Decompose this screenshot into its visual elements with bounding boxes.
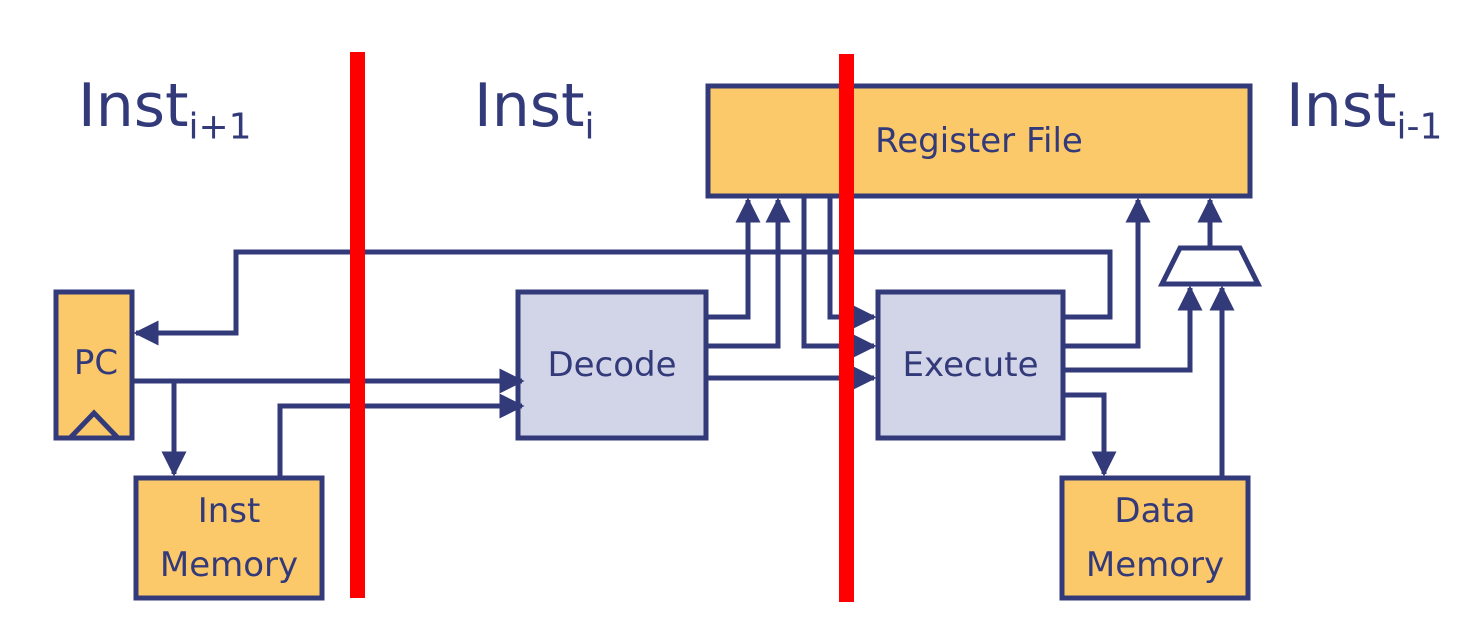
execute-box (875, 289, 1066, 441)
stage-label-previous: Insti-1 (1286, 71, 1443, 148)
register-file-box (705, 83, 1253, 199)
stage-label-next: Insti+1 (78, 71, 252, 148)
pc-label: PC (73, 343, 119, 383)
data-memory-box (1059, 475, 1251, 601)
wire-execute-to-pc (133, 249, 1113, 346)
wire-execute-to-data-memory (1063, 392, 1117, 477)
wires (132, 196, 1235, 478)
wire-regfile-to-execute-1 (827, 196, 877, 330)
register-file-label: Register File (875, 121, 1083, 161)
data-memory-line-2: Memory (1085, 545, 1225, 586)
pipeline-barrier-2 (839, 54, 854, 602)
data-memory-label: Data Memory (1062, 484, 1248, 593)
execute-label: Execute (902, 345, 1039, 385)
data-memory-line-1: Data (1114, 491, 1196, 531)
inst-memory-box (133, 475, 325, 601)
pipeline-barrier-1 (350, 52, 365, 598)
wire-inst-memory-to-decode (277, 393, 525, 478)
inst-memory-line-2: Memory (159, 545, 299, 586)
decode-box (515, 289, 709, 441)
decode-label: Decode (547, 345, 677, 385)
writeback-mux (1157, 245, 1263, 287)
inst-memory-line-1: Inst (197, 491, 261, 531)
inst-memory-label: Inst Memory (136, 484, 322, 593)
wire-decode-to-regfile-1 (706, 197, 761, 320)
wire-execute-to-mux (1063, 285, 1203, 373)
stage-label-current: Insti (474, 71, 595, 148)
pc-clock-icon (68, 409, 120, 440)
wire-decode-to-regfile-2 (706, 197, 791, 349)
wire-execute-to-regfile (1063, 197, 1151, 349)
